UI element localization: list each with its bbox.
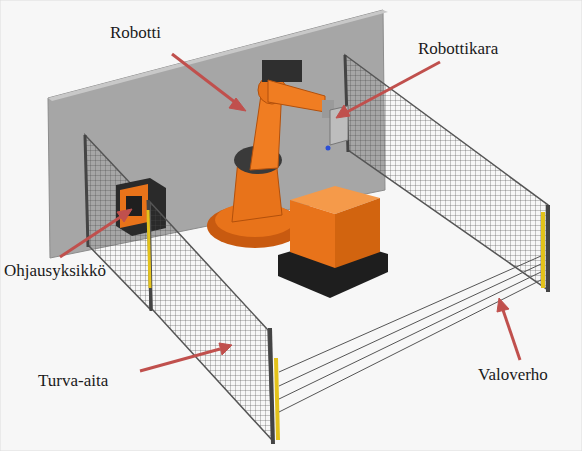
leader-arrows	[60, 54, 520, 371]
box-front	[290, 200, 335, 268]
part-label: Valoverho	[478, 366, 548, 385]
part-label: Ohjausyksikkö	[4, 262, 106, 281]
light-curtain-strip	[541, 212, 545, 288]
robot-arm-motor	[262, 60, 302, 82]
front-left-fence	[150, 202, 272, 440]
fence-post	[148, 200, 151, 311]
fence-post	[546, 205, 550, 292]
robot-upper-arm	[268, 80, 325, 112]
fence-post	[85, 135, 88, 247]
box-side	[335, 198, 380, 268]
part-label: Robottikara	[418, 40, 498, 59]
part-label: Robotti	[110, 24, 161, 43]
fence-post	[270, 328, 273, 444]
light-curtain-beams	[279, 256, 541, 412]
light-curtain-strip	[148, 210, 150, 288]
tool-point	[326, 146, 331, 151]
part-label: Turva-aita	[38, 372, 108, 391]
light-curtain-strip	[276, 358, 278, 440]
